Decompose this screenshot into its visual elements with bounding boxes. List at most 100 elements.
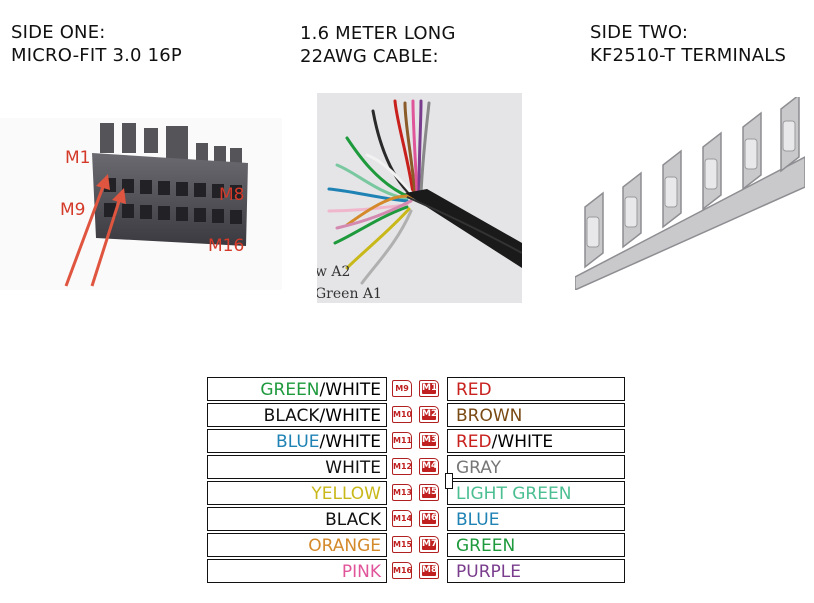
right-wire-color: GREEN <box>456 536 516 556</box>
left-wire-slash: / <box>319 432 326 452</box>
pinout-row: BLACK M14 M6 BLUE <box>207 507 625 533</box>
left-pin-number: M9 <box>395 384 409 393</box>
right-pin-badge: M2 <box>419 406 439 423</box>
left-pin-number: M16 <box>393 566 413 575</box>
right-wire-suffix: WHITE <box>497 432 554 452</box>
right-wire-cell: BROWN <box>447 403 625 427</box>
left-wire-suffix: WHITE <box>325 406 381 426</box>
left-pin-number: M13 <box>393 488 413 497</box>
pinout-row: ORANGE M15 M7 GREEN <box>207 533 625 559</box>
right-pin-badge: M3 <box>419 432 439 449</box>
right-pin-badge: M4 <box>419 458 439 475</box>
cable-caption-a1: Green A1 <box>317 286 382 302</box>
right-wire-color: BROWN <box>456 406 523 426</box>
right-wire-color: PURPLE <box>456 562 521 582</box>
left-wire-color: BLACK <box>263 406 320 426</box>
left-pin-badge: M12 <box>392 458 412 475</box>
left-wire-color: ORANGE <box>308 536 381 556</box>
left-wire-cell: PINK <box>207 559 387 583</box>
right-wire-slash: / <box>491 432 498 452</box>
pinout-row: WHITE M12 M4 GRAY <box>207 455 625 481</box>
left-pin-number: M10 <box>393 410 413 419</box>
pin-label-m8: M8 <box>219 185 245 205</box>
right-wire-color: LIGHT GREEN <box>456 484 572 504</box>
left-pin-number: M15 <box>393 540 413 549</box>
right-pin-number: M7 <box>422 539 438 550</box>
right-wire-cell: RED <box>447 377 625 401</box>
left-pin-badge: M9 <box>392 380 412 397</box>
right-pin-number: M2 <box>422 409 438 420</box>
right-pin-badge: M1 <box>419 380 439 397</box>
cable-caption-a2: w A2 <box>317 264 351 280</box>
right-wire-cell: RED/WHITE <box>447 429 625 453</box>
terminals-photo <box>574 93 806 292</box>
left-pin-badge: M13 <box>392 484 412 501</box>
left-wire-cell: GREEN/WHITE <box>207 377 387 401</box>
left-wire-suffix: WHITE <box>325 380 381 400</box>
left-wire-color: YELLOW <box>311 484 381 504</box>
right-wire-cell: GREEN <box>447 533 625 557</box>
pin-label-m9: M9 <box>60 200 86 220</box>
side-two-heading: SIDE TWO: KF2510-T TERMINALS <box>590 21 786 67</box>
side-one-heading: SIDE ONE: MICRO-FIT 3.0 16P <box>11 21 182 67</box>
right-wire-cell: LIGHT GREEN <box>447 481 625 505</box>
right-wire-color: RED <box>456 380 492 400</box>
left-wire-color: PINK <box>341 562 381 582</box>
pinout-row: YELLOW M13 M5 LIGHT GREEN <box>207 481 625 507</box>
right-pin-badge: M5 <box>419 484 439 501</box>
right-pin-badge: M7 <box>419 536 439 553</box>
left-wire-suffix: WHITE <box>325 432 381 452</box>
side-two-title: SIDE TWO: <box>590 22 689 43</box>
right-pin-number: M8 <box>422 565 438 576</box>
right-wire-cell: BLUE <box>447 507 625 531</box>
left-pin-badge: M16 <box>392 562 412 579</box>
microfit-connector-image <box>64 123 248 287</box>
right-wire-cell: PURPLE <box>447 559 625 583</box>
right-wire-cell: GRAY <box>447 455 625 479</box>
pinout-row: PINK M16 M8 PURPLE <box>207 559 625 585</box>
side-two-terminal-type: KF2510-T TERMINALS <box>590 45 787 66</box>
right-pin-badge: M8 <box>419 562 439 579</box>
left-pin-badge: M11 <box>392 432 412 449</box>
side-one-title: SIDE ONE: <box>11 22 106 43</box>
right-wire-color: BLUE <box>456 510 500 530</box>
pinout-row: BLACK/WHITE M10 M2 BROWN <box>207 403 625 429</box>
cable-gauge: 22AWG CABLE: <box>300 46 439 67</box>
connector-photo: M1 M9 M8 M16 <box>0 118 282 290</box>
left-wire-cell: BLACK/WHITE <box>207 403 387 427</box>
left-wire-cell: BLUE/WHITE <box>207 429 387 453</box>
left-wire-cell: YELLOW <box>207 481 387 505</box>
pinout-row: BLUE/WHITE M11 M3 RED/WHITE <box>207 429 625 455</box>
gray-lightgreen-joiner <box>445 473 453 489</box>
left-wire-slash: / <box>319 380 326 400</box>
left-wire-cell: BLACK <box>207 507 387 531</box>
left-pin-number: M11 <box>393 436 413 445</box>
left-wire-color: BLACK <box>325 510 381 530</box>
left-wire-color: BLUE <box>276 432 320 452</box>
cable-photo: w A2 Green A1 <box>317 93 522 303</box>
left-wire-color: WHITE <box>325 458 381 478</box>
left-pin-number: M14 <box>393 514 413 523</box>
cable-wires-image <box>327 99 522 285</box>
left-pin-badge: M14 <box>392 510 412 527</box>
side-one-connector-type: MICRO-FIT 3.0 16P <box>11 45 182 66</box>
right-pin-badge: M6 <box>419 510 439 527</box>
left-wire-slash: / <box>319 406 326 426</box>
cable-length: 1.6 METER LONG <box>300 23 456 44</box>
left-wire-cell: ORANGE <box>207 533 387 557</box>
left-pin-number: M12 <box>393 462 413 471</box>
left-pin-badge: M15 <box>392 536 412 553</box>
pin-label-m16: M16 <box>208 236 245 256</box>
kf2510-terminals-image <box>574 93 806 292</box>
cable-heading: 1.6 METER LONG 22AWG CABLE: <box>300 22 456 68</box>
right-pin-number: M5 <box>422 487 438 498</box>
pin-label-m1: M1 <box>65 148 91 168</box>
right-pin-number: M4 <box>422 461 438 472</box>
right-wire-color: GRAY <box>456 458 501 478</box>
right-pin-number: M3 <box>422 435 438 446</box>
left-pin-badge: M10 <box>392 406 412 423</box>
pinout-row: GREEN/WHITE M9 M1 RED <box>207 377 625 403</box>
pinout-table: GREEN/WHITE M9 M1 RED BLACK/WHITE M10 M2… <box>207 377 625 587</box>
right-pin-number: M6 <box>422 513 438 524</box>
right-wire-color: RED <box>456 432 492 452</box>
